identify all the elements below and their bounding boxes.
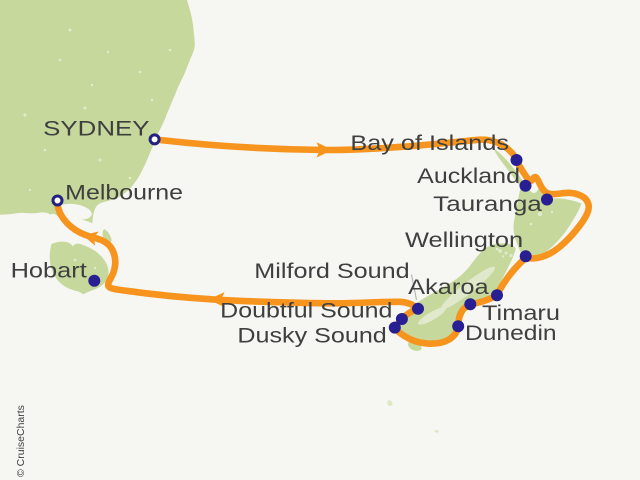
svg-text:Dusky Sound: Dusky Sound [237,324,386,348]
svg-text:SYDNEY: SYDNEY [43,117,149,141]
svg-text:© CruiseCharts: © CruiseCharts [15,405,27,477]
svg-text:Hobart: Hobart [11,258,87,282]
svg-text:Akaroa: Akaroa [408,275,488,299]
svg-text:Tauranga: Tauranga [433,192,542,216]
svg-text:Auckland: Auckland [417,164,520,188]
svg-text:Wellington: Wellington [405,228,523,252]
svg-text:Bay of Islands: Bay of Islands [350,131,509,155]
svg-text:Melbourne: Melbourne [65,181,183,205]
svg-text:Dunedin: Dunedin [465,321,557,345]
svg-text:Timaru: Timaru [482,301,560,325]
svg-text:Milford Sound: Milford Sound [254,259,409,283]
svg-text:Doubtful Sound: Doubtful Sound [220,299,392,323]
